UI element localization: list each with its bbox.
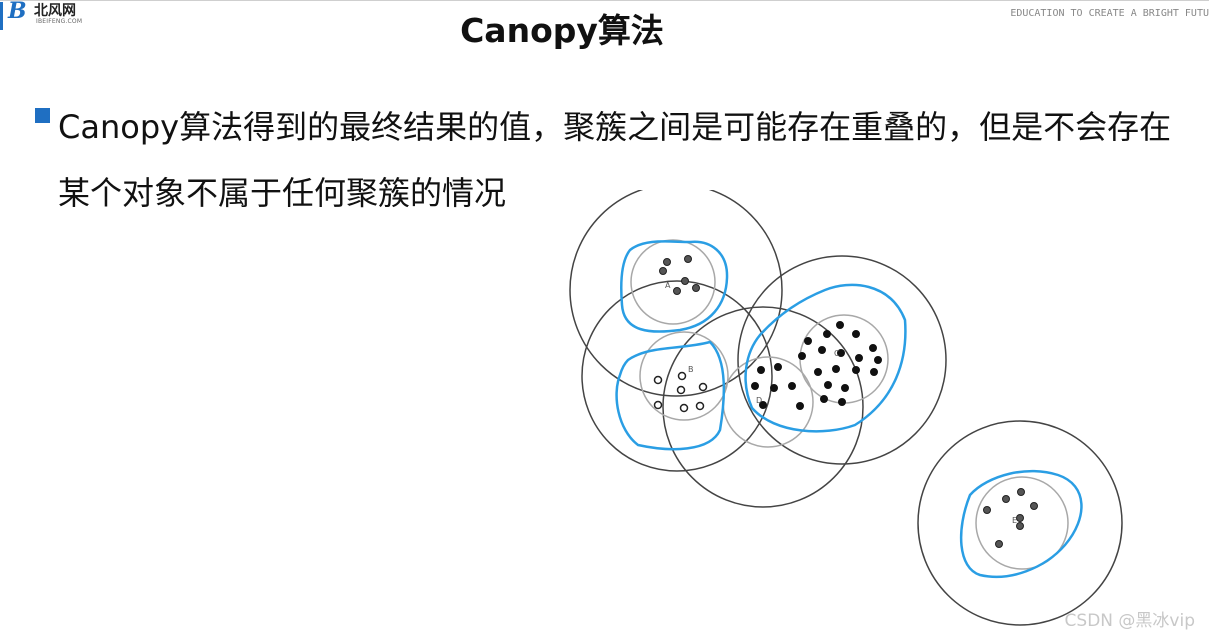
label-e: E: [1012, 516, 1017, 525]
outer-circles: [569, 190, 1123, 626]
point: [1017, 488, 1025, 496]
point: [681, 277, 689, 285]
point: [870, 368, 878, 376]
point: [663, 258, 671, 266]
point: [1016, 514, 1024, 522]
cluster-outlines: [615, 240, 1083, 579]
point: [679, 403, 689, 413]
label-a: A: [665, 281, 671, 290]
inner-circle-b: [639, 331, 729, 421]
cluster-outline-c: [744, 283, 907, 433]
point: [836, 321, 844, 329]
bullet-square-icon: [35, 108, 50, 123]
point: [1016, 522, 1024, 530]
point: [852, 330, 860, 338]
point: [774, 363, 782, 371]
point: [869, 344, 877, 352]
point: [837, 349, 845, 357]
points-c-d: [751, 321, 882, 410]
point: [823, 330, 831, 338]
points-b: [653, 371, 708, 413]
point: [751, 382, 759, 390]
canopy-diagram: A B C D E: [569, 190, 1123, 626]
label-b: B: [688, 365, 694, 374]
point: [818, 346, 826, 354]
page-title: Canopy算法: [460, 11, 664, 50]
logo-mark: B: [8, 0, 27, 24]
point: [676, 385, 686, 395]
point: [841, 384, 849, 392]
point: [653, 375, 663, 385]
point: [804, 337, 812, 345]
point: [673, 287, 681, 295]
outer-circle-e: [917, 420, 1123, 626]
logo-bar: [0, 2, 3, 30]
watermark: CSDN @黑冰vip: [1064, 611, 1195, 631]
point: [874, 356, 882, 364]
outer-circle-c: [737, 255, 947, 465]
point: [1030, 502, 1038, 510]
logo-en-text: IBEIFENG.COM: [36, 18, 83, 25]
point-labels: A B C D E: [665, 281, 1017, 525]
point: [798, 352, 806, 360]
point: [757, 366, 765, 374]
point: [695, 401, 705, 411]
point: [852, 366, 860, 374]
point: [820, 395, 828, 403]
inner-circle-e: [975, 476, 1069, 570]
outer-circle-a: [569, 190, 783, 397]
point: [814, 368, 822, 376]
point: [855, 354, 863, 362]
label-c: C: [834, 349, 840, 358]
bullet-text: Canopy算法得到的最终结果的值，聚簇之间是可能存在重叠的，但是不会存在某个对…: [58, 108, 1172, 212]
point: [659, 267, 667, 275]
outer-circle-b: [581, 280, 773, 472]
point: [1002, 495, 1010, 503]
point: [759, 401, 767, 409]
point: [983, 506, 991, 514]
label-d: D: [756, 396, 762, 405]
point: [824, 381, 832, 389]
point: [653, 400, 663, 410]
points-e: [983, 488, 1038, 548]
header-slogan: EDUCATION TO CREATE A BRIGHT FUTU: [1010, 8, 1209, 19]
top-divider: [0, 0, 1209, 1]
cluster-outline-a: [620, 240, 729, 333]
point: [677, 371, 687, 381]
point: [770, 384, 778, 392]
point: [796, 402, 804, 410]
cluster-outline-b: [615, 340, 726, 451]
logo: B 北风网 IBEIFENG.COM: [0, 0, 110, 34]
point: [692, 284, 700, 292]
point: [995, 540, 1003, 548]
points-a: [659, 255, 700, 295]
outer-circle-d: [662, 306, 864, 508]
point: [788, 382, 796, 390]
point: [838, 398, 846, 406]
inner-circle-a: [630, 239, 716, 325]
point: [698, 382, 708, 392]
logo-cn-text: 北风网: [34, 3, 76, 19]
cluster-outline-e: [959, 469, 1083, 579]
point: [684, 255, 692, 263]
point: [832, 365, 840, 373]
